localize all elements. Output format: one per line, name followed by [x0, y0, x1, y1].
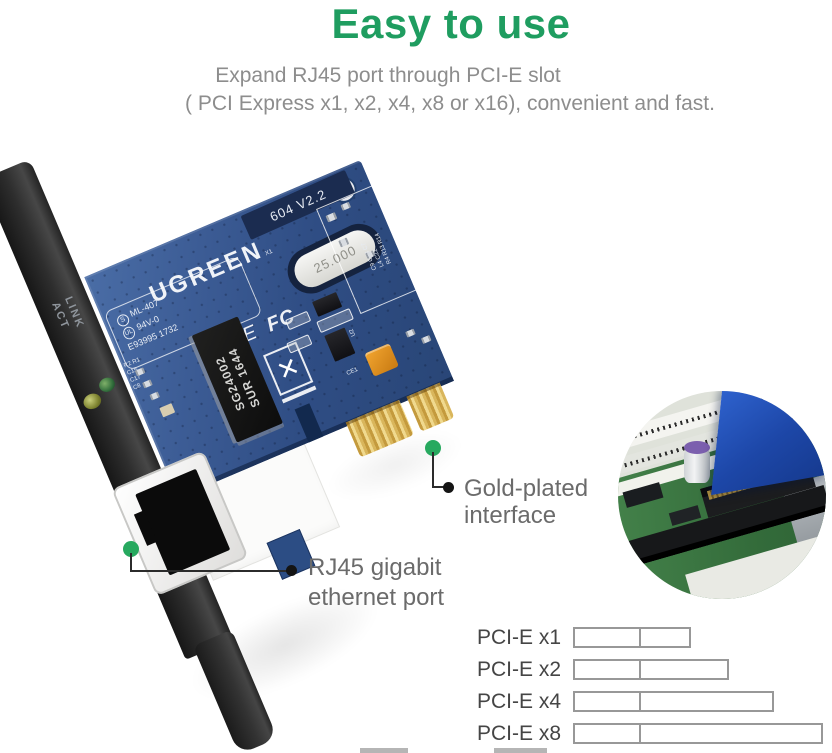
bracket-bottom-tab [192, 629, 278, 753]
tantalum-capacitor [364, 343, 399, 377]
compat-row: PCI-E x2 [477, 657, 823, 681]
slot-shape-x4 [573, 691, 774, 712]
slot-inset-photo [618, 391, 826, 599]
compat-label-x8: PCI-E x8 [477, 721, 562, 745]
slot-shape-x1 [573, 627, 691, 648]
pcie-slot-compatibility: PCI-E x1 PCI-E x2 PCI-E x4 PCI-E x8 [477, 625, 823, 753]
rj45-callout-line-v [130, 553, 132, 572]
rj45-callout-line1: RJ45 gigabit [308, 554, 442, 581]
rj45-callout-dot [123, 541, 139, 557]
gold-callout-line1: Gold-plated [464, 475, 589, 502]
capacitor [159, 403, 176, 418]
rj45-latch-slot [133, 510, 158, 546]
gold-callout-end-dot [443, 482, 454, 493]
compat-label-x2: PCI-E x2 [477, 657, 562, 681]
passive-component [420, 334, 432, 344]
rj45-callout-line-h [130, 570, 288, 572]
capacitor-top [684, 441, 710, 454]
subtitle-line-2: ( PCI Express x1, x2, x4, x8 or x16), co… [185, 92, 715, 115]
cap-ref: CE1 [345, 366, 359, 377]
passive-component [149, 391, 161, 401]
compat-row: PCI-E x4 [477, 689, 823, 713]
compat-label-x4: PCI-E x4 [477, 689, 562, 713]
slot-shape-x2 [573, 659, 729, 680]
compat-row: PCI-E x8 [477, 721, 823, 745]
gold-callout-line-v [432, 452, 434, 488]
rj45-opening [133, 468, 231, 576]
gold-callout-line2: interface [464, 502, 557, 529]
passive-component [405, 328, 416, 338]
rj45-callout-label: RJ45 gigabit ethernet port [308, 553, 444, 613]
cropped-element [360, 748, 408, 753]
gold-callout-dot [425, 440, 441, 456]
gold-callout-line-h [432, 486, 448, 488]
compat-label-x1: PCI-E x1 [477, 625, 562, 649]
rj45-callout-end-dot [286, 565, 297, 576]
gold-callout-label: Gold-plated interface [464, 475, 588, 529]
crystal-ref: X1 [264, 248, 274, 258]
compat-row: PCI-E x1 [477, 625, 823, 649]
subtitle-line-1: Expand RJ45 port through PCI-E slot [215, 64, 561, 87]
ic-ref: U2 [348, 327, 358, 338]
rj45-callout-line2: ethernet port [308, 584, 445, 611]
silkscreen-refs-right: C9 C18 C7 L4 C22 R4 R13 R14 [361, 231, 393, 271]
cropped-element [494, 748, 547, 753]
page-title: Easy to use [331, 0, 571, 47]
slot-shape-x8 [573, 723, 823, 744]
